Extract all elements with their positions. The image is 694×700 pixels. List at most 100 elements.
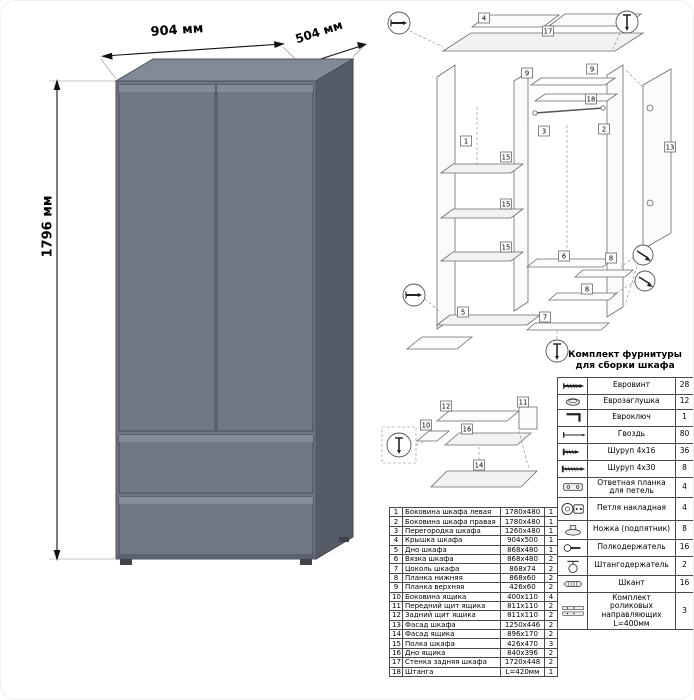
fastener-callout-left — [402, 283, 426, 307]
part-name: Передний щит ящика — [402, 600, 501, 612]
hardware-qty: 1 — [675, 408, 693, 427]
part-number: 18 — [389, 666, 403, 678]
hardware-name: Штангодержатель — [587, 555, 676, 576]
hinge-icon — [557, 496, 588, 521]
part-size: 1260x480 — [500, 525, 545, 537]
svg-text:11: 11 — [519, 399, 528, 407]
part-number: 7 — [389, 563, 403, 574]
hardware-qty: 16 — [675, 574, 693, 593]
part-qty: 1 — [544, 516, 558, 527]
hardware-qty: 80 — [675, 425, 693, 444]
svg-text:15: 15 — [502, 201, 511, 209]
wardrobe-illustration — [49, 41, 367, 565]
wardrobe-plinth — [116, 555, 316, 559]
part-size: 868x480 — [500, 553, 545, 565]
part-label: 11 — [517, 396, 529, 408]
part-size: 811x110 — [500, 600, 545, 612]
svg-text:10: 10 — [422, 422, 431, 430]
part-size: 868x60 — [500, 572, 545, 584]
part-size: L=420мм — [500, 666, 545, 678]
part-qty: 2 — [544, 582, 558, 593]
part-number: 2 — [389, 516, 403, 527]
part-label: 10 — [420, 419, 432, 431]
part-qty: 2 — [544, 572, 558, 584]
drawer-top-handle-groove — [119, 435, 313, 442]
strike-plate-icon — [557, 476, 588, 498]
rod-holder-icon — [557, 555, 588, 576]
svg-text:8: 8 — [609, 255, 613, 263]
part-qty: 1 — [544, 535, 558, 546]
dowel-icon — [557, 574, 588, 593]
hardware-qty: 4 — [675, 476, 693, 498]
svg-text:17: 17 — [544, 28, 553, 36]
part-label: 8 — [581, 283, 593, 295]
part-number: 14 — [389, 629, 403, 640]
part-label: 15 — [500, 198, 512, 210]
part-label: 15 — [500, 241, 512, 253]
svg-text:15: 15 — [502, 244, 511, 252]
part-qty: 2 — [544, 657, 558, 668]
wardrobe-foot-back — [339, 537, 349, 542]
svg-text:16: 16 — [463, 426, 472, 434]
part-number: 3 — [389, 525, 403, 537]
svg-text:12: 12 — [442, 403, 451, 411]
part-size: 400x110 — [500, 591, 545, 602]
part-number: 5 — [389, 544, 403, 555]
part-label: 16 — [461, 423, 473, 435]
svg-text:2: 2 — [602, 126, 606, 134]
fastener-callout-right-lower — [634, 270, 656, 292]
hardware-name: Еврозаглушка — [587, 393, 676, 410]
shelf-pin-icon — [557, 538, 588, 557]
part-number: 10 — [389, 591, 403, 602]
part-name: Планка верхняя — [402, 582, 501, 593]
hardware-kit-title: Комплект фурнитуры для сборки шкафа — [557, 350, 693, 373]
hex-key-icon — [557, 408, 588, 427]
hardware-qty: 8 — [675, 519, 693, 540]
wardrobe-foot-left — [120, 559, 132, 565]
part-size: 1780x480 — [500, 516, 545, 527]
door-left-handle-groove — [119, 85, 215, 92]
drawer-assembly-diagram: 12 10 16 11 14 — [381, 396, 538, 488]
hardware-qty: 8 — [675, 459, 693, 478]
part-name: Перегородка шкафа — [402, 525, 501, 537]
part-qty: 2 — [544, 553, 558, 565]
part-name: Крышка шкафа — [402, 535, 501, 546]
part-qty: 1 — [544, 525, 558, 537]
svg-text:8: 8 — [585, 286, 589, 294]
part-number: 11 — [389, 600, 403, 612]
part-qty: 1 — [544, 666, 558, 678]
part-label: 14 — [473, 459, 485, 471]
svg-text:1: 1 — [464, 138, 468, 146]
svg-text:18: 18 — [587, 96, 596, 104]
part-size: 1720x448 — [500, 657, 545, 668]
part-size: 904x500 — [500, 535, 545, 546]
part-name: Фасад ящика — [402, 629, 501, 640]
part-number: 9 — [389, 582, 403, 593]
part-qty: 2 — [544, 619, 558, 631]
part-name: Дно шкафа — [402, 544, 501, 555]
part-size: 1250x446 — [500, 619, 545, 631]
height-dimension-arrow — [53, 79, 61, 561]
hardware-name: Шкант — [587, 574, 676, 593]
svg-text:4: 4 — [482, 15, 486, 23]
hardware-qty: 36 — [675, 442, 693, 461]
euro-screw-icon — [557, 376, 588, 395]
part-size: 868x74 — [500, 563, 545, 574]
